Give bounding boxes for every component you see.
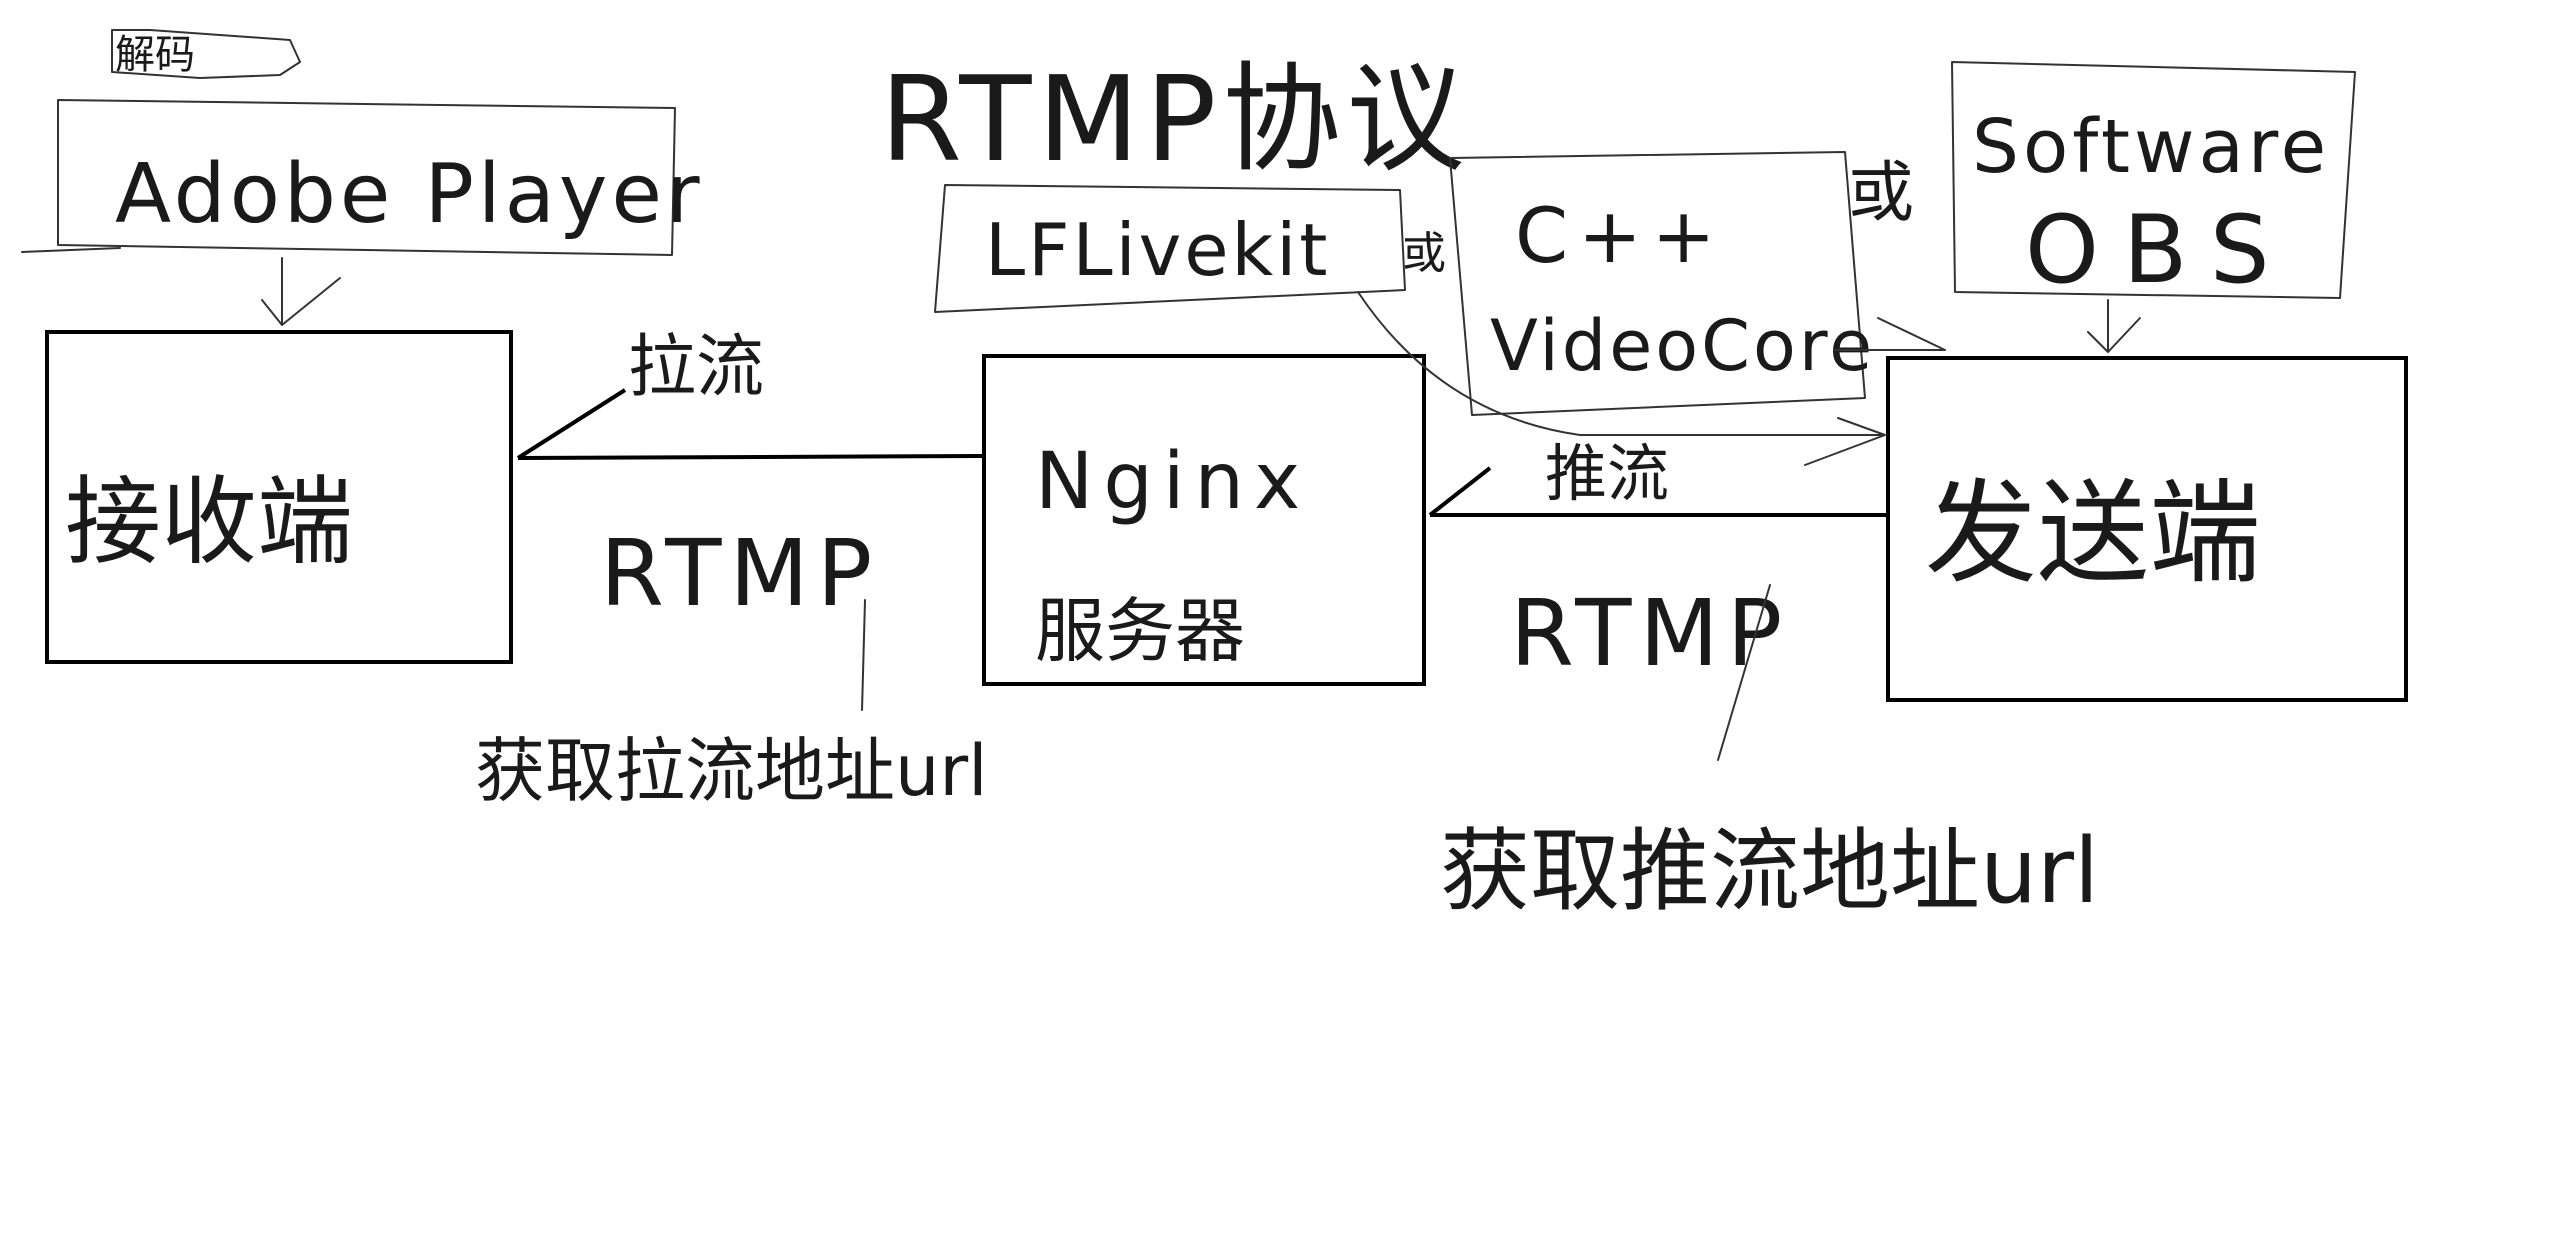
sender-label: 发送端 (1925, 469, 2261, 599)
nginx-server-box (982, 354, 1426, 686)
pull-url-label: 获取拉流地址url (475, 730, 988, 812)
push-connector-line (1428, 466, 1888, 517)
lflivekit-box (934, 184, 1406, 313)
software-obs-box (1951, 61, 2356, 299)
videocore-to-sender-arrow (1834, 317, 1946, 351)
server-label: 服务器 (1035, 590, 1245, 672)
adobe-player-box (21, 99, 676, 256)
obs-to-sender-arrow (2087, 299, 2141, 353)
videocore-box (1449, 151, 1866, 416)
pull-rtmp-label: RTMP (600, 520, 880, 627)
software-label: Software (1972, 104, 2330, 190)
receiver-box (45, 330, 513, 664)
pull-connector-line (516, 388, 983, 460)
push-rtmp-tail (1717, 584, 1771, 761)
obs-label: OBS (2025, 196, 2294, 305)
lflivekit-label: LFLivekit (985, 208, 1330, 292)
receiver-label: 接收端 (65, 466, 353, 578)
adobe-to-receiver-arrow (261, 257, 341, 326)
push-stream-label: 推流 (1545, 437, 1669, 510)
push-url-label: 获取推流地址url (1440, 819, 2099, 924)
or-label-1: 或 (1402, 228, 1446, 279)
lflivekit-to-sender-arrow (1357, 291, 1886, 466)
videocore-label: VideoCore (1490, 305, 1875, 387)
decode-label-outline (111, 29, 301, 79)
adobe-player-label: Adobe Player (115, 147, 704, 242)
nginx-label: Nginx (1035, 437, 1310, 527)
push-rtmp-label: RTMP (1510, 580, 1790, 687)
decode-label: 解码 (115, 32, 195, 78)
sender-box (1886, 356, 2408, 702)
or-label-2: 或 (1848, 154, 1914, 231)
pull-stream-label: 拉流 (628, 328, 764, 407)
diagram-title: RTMP协议 (880, 50, 1470, 188)
pull-rtmp-tail (861, 599, 866, 711)
cpp-label: C++ (1515, 191, 1725, 280)
